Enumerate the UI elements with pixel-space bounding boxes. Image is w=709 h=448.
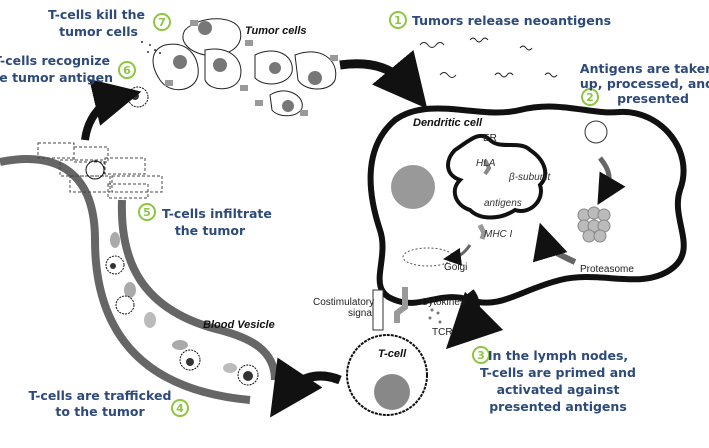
blood-vessel: [0, 155, 279, 404]
svg-text:the tumor: the tumor: [175, 223, 246, 238]
label-signal: signal: [348, 308, 374, 319]
step-6: 6 T-cells recognize the tumor antigen: [0, 53, 136, 85]
label-mhc: MHC I: [484, 229, 513, 240]
svg-text:7: 7: [158, 16, 166, 29]
step-1: 1 Tumors release neoantigens: [389, 11, 611, 29]
svg-text:presented: presented: [617, 91, 689, 106]
svg-text:to the tumor: to the tumor: [55, 404, 145, 419]
svg-text:Antigens are taken: Antigens are taken: [580, 61, 709, 76]
label-golgi: Golgi: [444, 262, 467, 273]
svg-text:presented antigens: presented antigens: [489, 399, 627, 414]
svg-text:3: 3: [477, 349, 485, 362]
tumor-cells: [127, 18, 338, 117]
svg-text:up, processed, and: up, processed, and: [580, 76, 709, 91]
svg-text:T-cells kill the: T-cells kill the: [48, 7, 145, 22]
svg-text:5: 5: [143, 206, 151, 219]
svg-text:tumor cells: tumor cells: [59, 24, 138, 39]
step-badge: [581, 88, 599, 106]
label-tcr: TCR: [432, 327, 453, 338]
t-cell: [346, 287, 442, 416]
svg-text:In the lymph nodes,: In the lymph nodes,: [488, 348, 628, 363]
label-beta-subunit: β-subunit: [508, 172, 552, 183]
step-badge: [472, 346, 490, 364]
neoantigens: [419, 37, 558, 78]
step-text: Tumors release neoantigens: [412, 13, 611, 28]
svg-text:6: 6: [123, 64, 131, 77]
step-2: 2 Antigens are taken up, processed, and …: [580, 61, 709, 106]
dendritic-cell: [367, 103, 687, 306]
label-blood-vesicle: Blood Vesicle: [203, 319, 275, 331]
step-badge: [153, 13, 171, 31]
label-costimulatory: Costimulatory: [313, 297, 374, 308]
label-cytokines: Cytokines: [421, 297, 465, 308]
step-badge: [389, 11, 407, 29]
label-antigens: antigens: [484, 198, 522, 209]
label-t-cell: T-cell: [378, 348, 407, 360]
tumor-tissue-infiltration: [37, 142, 163, 199]
step-7: 7 T-cells kill the tumor cells: [48, 7, 171, 39]
svg-text:2: 2: [586, 91, 594, 104]
label-er: ER: [483, 133, 497, 144]
svg-text:T-cells are primed and: T-cells are primed and: [480, 365, 636, 380]
svg-text:T-cells infiltrate: T-cells infiltrate: [162, 206, 272, 221]
label-tumor-cells: Tumor cells: [245, 25, 307, 37]
svg-text:the tumor antigen: the tumor antigen: [0, 70, 113, 85]
svg-text:1: 1: [394, 14, 402, 27]
step-badge: [118, 61, 136, 79]
step-5: 5 T-cells infiltrate the tumor: [138, 203, 272, 238]
cycle-arrows: [81, 49, 504, 418]
step-badge: [171, 399, 189, 417]
svg-text:T-cells are trafficked: T-cells are trafficked: [29, 388, 172, 403]
step-3: 3 In the lymph nodes, T-cells are primed…: [472, 346, 636, 414]
label-dendritic-cell: Dendritic cell: [413, 117, 483, 129]
svg-text:activated against: activated against: [497, 382, 620, 397]
label-hla: HLA: [476, 158, 496, 169]
svg-text:T-cells recognize: T-cells recognize: [0, 53, 110, 68]
step-4: 4 T-cells are trafficked to the tumor: [29, 388, 189, 419]
svg-text:4: 4: [176, 402, 184, 415]
step-badge: [138, 203, 156, 221]
label-proteasome: Proteasome: [580, 264, 634, 275]
